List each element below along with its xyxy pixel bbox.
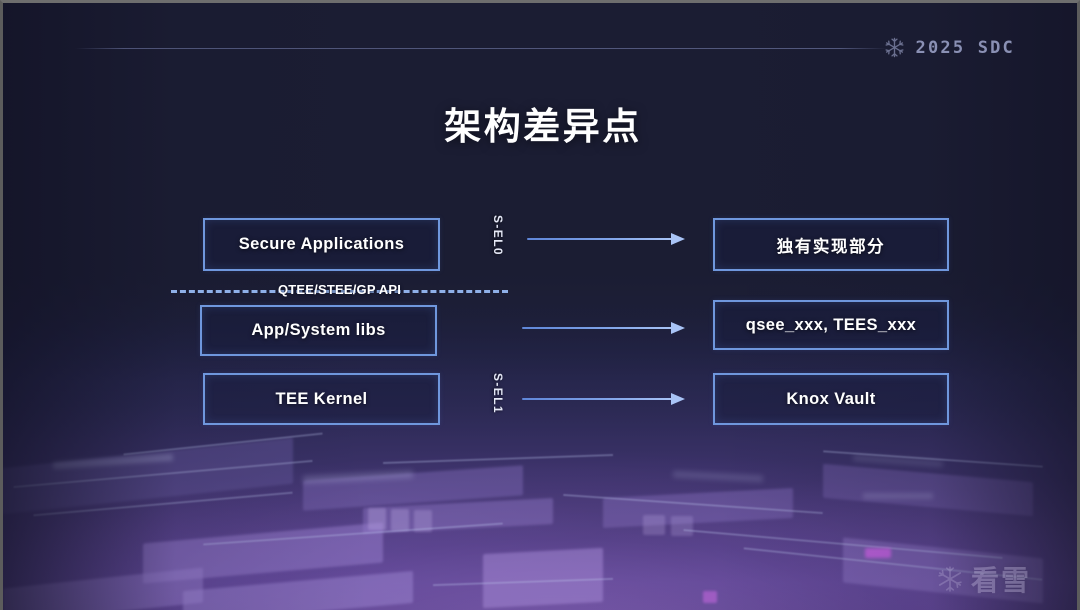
box-unique-implementation-label: 独有实现部分	[776, 237, 886, 256]
box-knox-vault-label: Knox Vault	[786, 389, 876, 408]
arrow-head-icon	[671, 393, 685, 405]
box-app-system-libs: App/System libs	[200, 305, 437, 356]
box-app-system-libs-label: App/System libs	[251, 321, 386, 339]
api-boundary-dashed-line	[171, 290, 508, 293]
brand-mark: 2025 SDC	[883, 36, 1015, 59]
box-knox-vault: Knox Vault	[713, 373, 949, 425]
exception-level-s-el0-label: S-EL0	[491, 215, 505, 257]
arrow-shaft	[522, 398, 672, 401]
watermark-text: 看雪	[971, 565, 1032, 596]
arrow-secure-apps-to-unique-impl	[527, 232, 685, 246]
brand-text: 2025 SDC	[915, 37, 1015, 58]
watermark-snowflake-icon	[938, 566, 962, 592]
box-qsee-tees-apis: qsee_xxx, TEES_xxx	[713, 300, 949, 350]
page-title: 架构差异点	[444, 106, 642, 147]
arrow-head-icon	[671, 233, 685, 245]
header-divider-line	[75, 48, 888, 49]
arrow-shaft	[522, 327, 672, 330]
box-unique-implementation: 独有实现部分	[713, 218, 949, 271]
box-tee-kernel: TEE Kernel	[203, 373, 440, 425]
exception-level-s-el1-label: S-EL1	[491, 373, 505, 415]
box-qsee-tees-apis-label: qsee_xxx, TEES_xxx	[745, 315, 917, 334]
arrow-shaft	[527, 238, 672, 241]
box-tee-kernel-label: TEE Kernel	[275, 389, 368, 408]
arrow-app-libs-to-qsee-tees	[522, 321, 685, 335]
snowflake-icon	[885, 37, 904, 58]
arrow-head-icon	[671, 322, 685, 334]
box-secure-applications-label: Secure Applications	[238, 235, 405, 253]
watermark: 看雪	[935, 550, 1067, 608]
api-boundary-label: QTEE/STEE/GP API	[277, 282, 402, 297]
box-secure-applications: Secure Applications	[203, 218, 440, 271]
arrow-tee-kernel-to-knox-vault	[522, 392, 685, 406]
